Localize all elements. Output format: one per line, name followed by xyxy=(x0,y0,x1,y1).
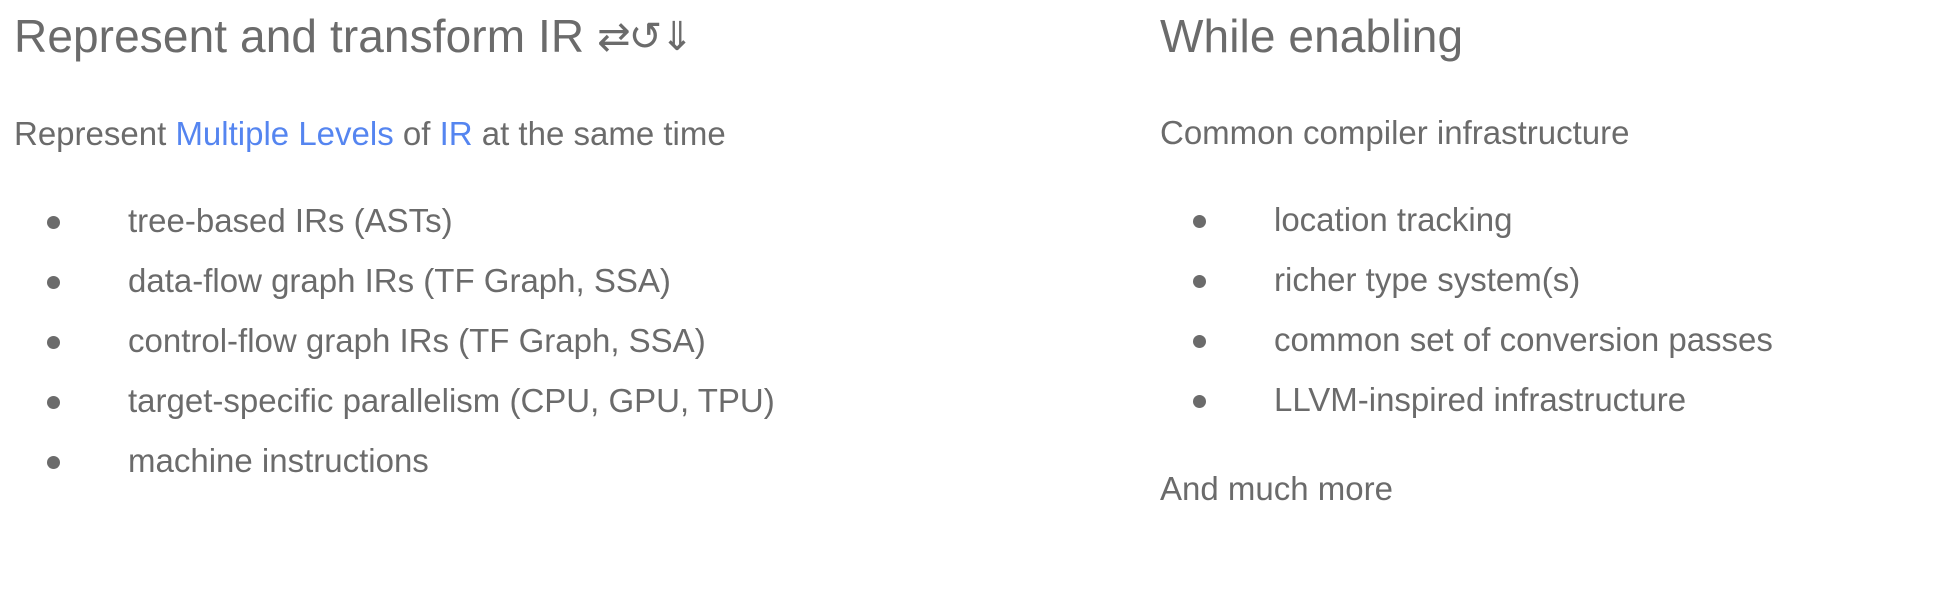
lead-text-part-2: of xyxy=(393,115,440,152)
list-item: control-flow graph IRs (TF Graph, SSA) xyxy=(14,317,1114,365)
right-column-title: While enabling xyxy=(1160,10,1464,62)
list-item: richer type system(s) xyxy=(1160,256,1950,304)
list-item-label: tree-based IRs (ASTs) xyxy=(128,202,453,239)
list-item: common set of conversion passes xyxy=(1160,316,1950,364)
list-item-label: LLVM-inspired infrastructure xyxy=(1274,381,1687,418)
lead-accent-multiple-levels: Multiple Levels xyxy=(175,115,394,152)
list-item: tree-based IRs (ASTs) xyxy=(14,197,1114,245)
list-item-label: control-flow graph IRs (TF Graph, SSA) xyxy=(128,322,706,359)
bullet-dot-icon xyxy=(1193,215,1206,228)
bullet-dot-icon xyxy=(1193,395,1206,408)
transform-arrows-icon: ⇄↺⇓ xyxy=(597,14,694,60)
bullet-dot-icon xyxy=(1193,335,1206,348)
left-column-title: Represent and transform IR ⇄↺⇓ xyxy=(14,0,1114,65)
list-item: LLVM-inspired infrastructure xyxy=(1160,376,1950,424)
bullet-dot-icon xyxy=(1193,275,1206,288)
left-column-title-text: Represent and transform IR xyxy=(14,10,585,62)
right-column: While enabling Common compiler infrastru… xyxy=(1160,0,1950,510)
bullet-dot-icon xyxy=(47,216,60,229)
lead-text-part-1: Represent xyxy=(14,115,176,152)
list-item-label: location tracking xyxy=(1274,201,1513,238)
bullet-dot-icon xyxy=(47,276,60,289)
bullet-dot-icon xyxy=(47,396,60,409)
right-column-tail: And much more xyxy=(1160,470,1393,507)
list-item-label: machine instructions xyxy=(128,442,429,479)
right-column-lead: Common compiler infrastructure xyxy=(1160,114,1630,151)
bullet-dot-icon xyxy=(47,336,60,349)
list-item: data-flow graph IRs (TF Graph, SSA) xyxy=(14,257,1114,305)
list-item-label: target-specific parallelism (CPU, GPU, T… xyxy=(128,382,775,419)
right-bullet-list: location tracking richer type system(s) … xyxy=(1160,196,1950,424)
list-item: machine instructions xyxy=(14,437,1114,485)
left-bullet-list: tree-based IRs (ASTs) data-flow graph IR… xyxy=(14,197,1114,485)
lead-text-part-3: at the same time xyxy=(472,115,726,152)
lead-accent-ir: IR xyxy=(439,115,473,152)
list-item-label: common set of conversion passes xyxy=(1274,321,1773,358)
list-item: location tracking xyxy=(1160,196,1950,244)
list-item: target-specific parallelism (CPU, GPU, T… xyxy=(14,377,1114,425)
left-column-lead: Represent Multiple Levels of IR at the s… xyxy=(14,113,1114,155)
list-item-label: data-flow graph IRs (TF Graph, SSA) xyxy=(128,262,671,299)
bullet-dot-icon xyxy=(47,456,60,469)
list-item-label: richer type system(s) xyxy=(1274,261,1581,298)
left-column: Represent and transform IR ⇄↺⇓ Represent… xyxy=(14,0,1114,497)
